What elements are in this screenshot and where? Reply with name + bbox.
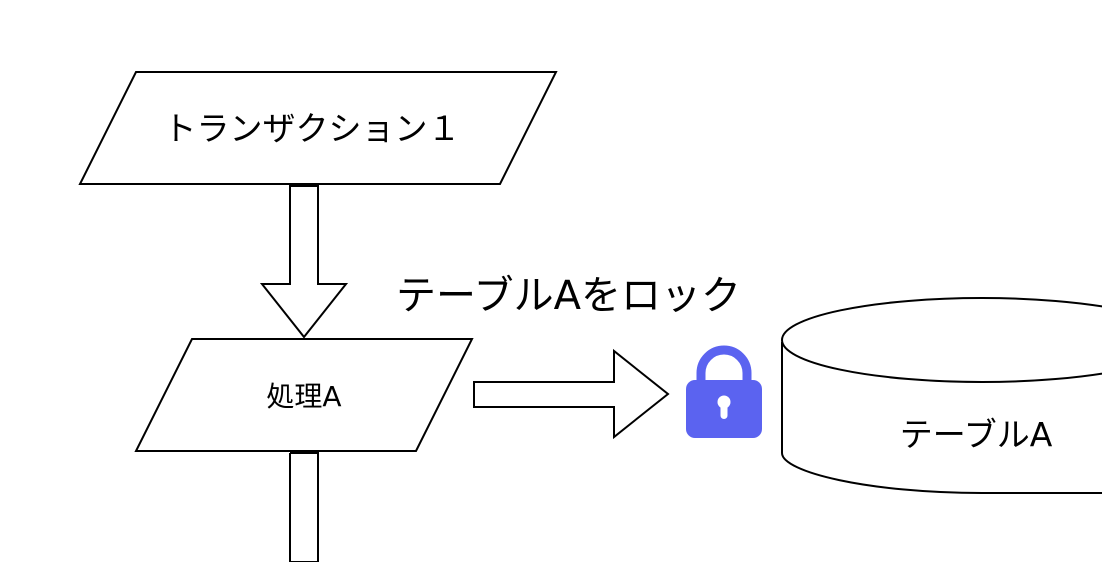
down-arrow-from-process bbox=[289, 452, 319, 562]
table-label: テーブルA bbox=[900, 415, 1053, 454]
down-arrow-to-process bbox=[259, 185, 349, 339]
process-parallelogram bbox=[134, 338, 474, 452]
lock-icon bbox=[686, 345, 762, 438]
transaction-label: トランザクション１ bbox=[164, 109, 461, 148]
lock-annotation-label: テーブルAをロック bbox=[396, 273, 741, 319]
transaction-parallelogram bbox=[78, 71, 558, 185]
cylinder-top bbox=[781, 297, 1102, 383]
transaction-node: トランザクション１ bbox=[78, 71, 558, 185]
process-label: 処理A bbox=[266, 380, 341, 413]
process-node: 処理A bbox=[134, 338, 474, 452]
right-arrow-to-table bbox=[473, 348, 670, 440]
table-cylinder: テーブルA bbox=[781, 297, 1102, 494]
